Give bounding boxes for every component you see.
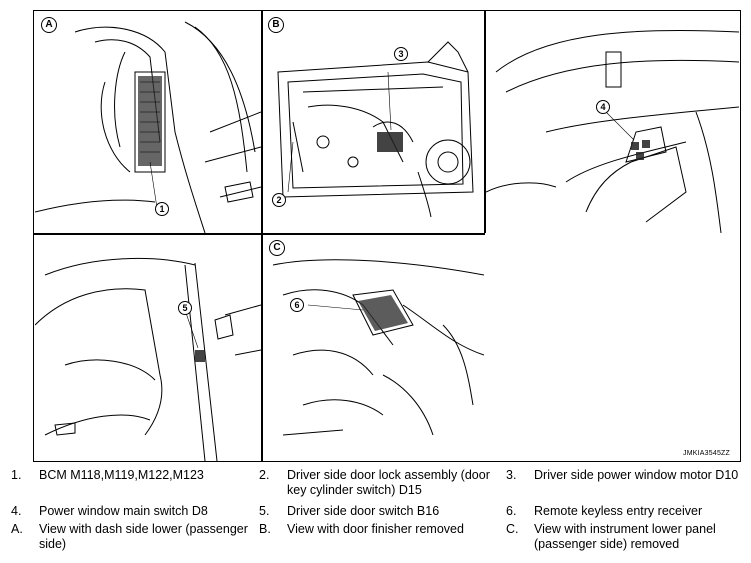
panel-c-instrument-lower-view: C 6 (263, 235, 484, 461)
legend-text: BCM M118,M119,M122,M123 (39, 468, 204, 482)
callout-4: 4 (596, 100, 610, 114)
legend-key: 6. (506, 504, 517, 518)
component-location-figure: A 1 (33, 10, 741, 462)
legend-text: View with dash side lower (passenger sid… (39, 522, 248, 551)
panel-a-letter: A (41, 17, 57, 33)
legend-key: B. (259, 522, 271, 536)
panel-c-letter: C (269, 240, 285, 256)
legend-text: Power window main switch D8 (39, 504, 208, 518)
panel-door-switch-drawing (35, 257, 261, 461)
callout-5: 5 (178, 301, 192, 315)
vertical-divider-1 (261, 11, 263, 461)
panel-a-dash-side-view: A 1 (35, 12, 261, 233)
callout-2: 2 (272, 193, 286, 207)
legend-key: A. (11, 522, 23, 536)
legend-key: 1. (11, 468, 22, 482)
legend-text: Driver side door switch B16 (287, 504, 440, 518)
figure-code: JMKIA3545ZZ (683, 450, 730, 457)
legend-key: 4. (11, 504, 22, 518)
vertical-divider-2 (484, 11, 486, 233)
callout-1: 1 (155, 202, 169, 216)
horizontal-divider (34, 233, 485, 235)
legend-text: Driver side power window motor D10 (534, 468, 739, 482)
legend-text: Driver side door lock assembly (door key… (287, 468, 490, 497)
callout-3: 3 (394, 47, 408, 61)
legend-key: 2. (259, 468, 270, 482)
legend-text: View with door finisher removed (287, 522, 464, 536)
legend-key: C. (506, 522, 519, 536)
panel-b-letter: B (268, 17, 284, 33)
legend-text: View with instrument lower panel (passen… (534, 522, 716, 551)
panel-c-drawing (272, 259, 484, 436)
panel-power-window-switch-view: 4 (486, 12, 739, 233)
legend-key: 3. (506, 468, 517, 482)
panel-door-switch-view: 5 (35, 235, 261, 461)
legend-key: 5. (259, 504, 270, 518)
panel-a-drawing (35, 21, 261, 233)
panel-b-drawing (277, 41, 474, 218)
panel-switch-drawing (486, 29, 739, 233)
callout-6: 6 (290, 298, 304, 312)
panel-b-door-view: B 3 2 (263, 12, 484, 233)
legend-text: Remote keyless entry receiver (534, 504, 703, 518)
